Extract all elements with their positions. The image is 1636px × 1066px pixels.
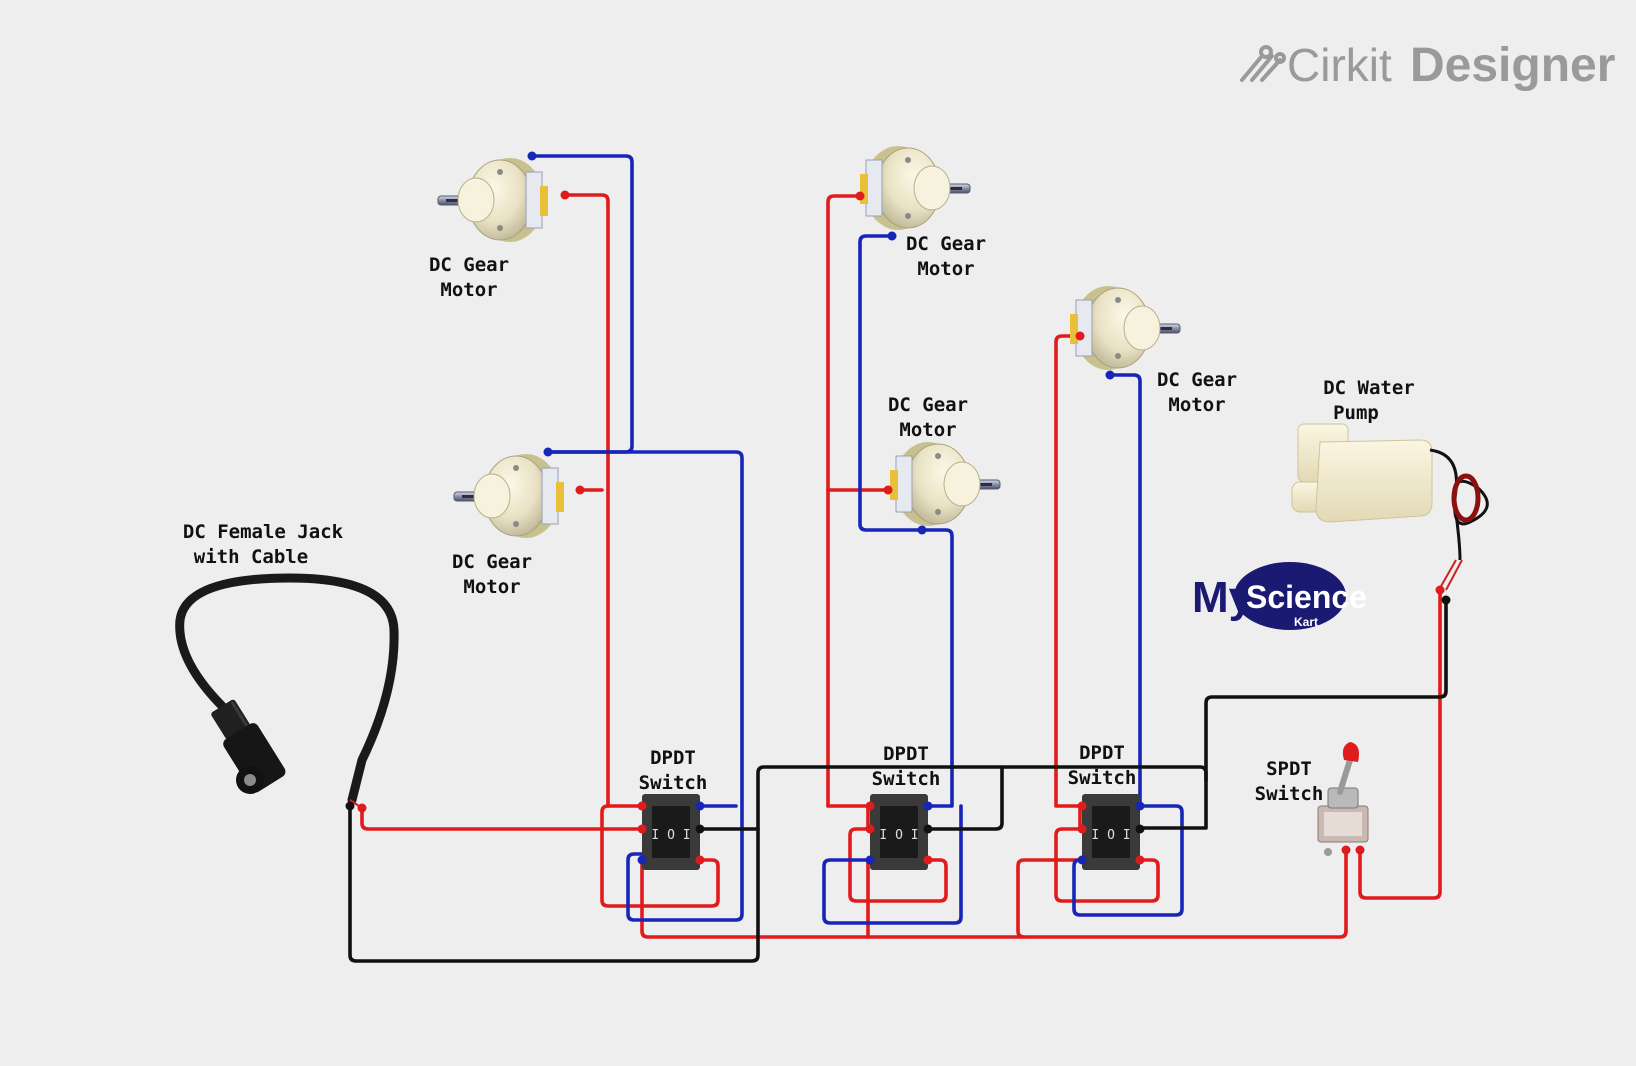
- myscience-kart-logo: My Science Kart: [1192, 562, 1367, 630]
- motor3-label-line2: Motor: [917, 258, 974, 280]
- brand-name-part2: Designer: [1410, 39, 1615, 92]
- red-wires: [360, 193, 1442, 939]
- jack-pin-red: [357, 803, 367, 813]
- pump-pin-red: [1435, 585, 1445, 595]
- dpdt3-label-line2: Switch: [1068, 767, 1137, 789]
- dpdt3-label-line1: DPDT: [1079, 742, 1125, 764]
- motor4-label-line2: Motor: [899, 419, 956, 441]
- motor2-label-line1: DC Gear: [452, 551, 532, 573]
- dpdt2-label-line1: DPDT: [883, 743, 929, 765]
- motor5-label-line1: DC Gear: [1157, 369, 1237, 391]
- cirkit-icon: [1240, 45, 1286, 82]
- dc-gear-motor-2[interactable]: [453, 453, 565, 539]
- dpdt-switch-3[interactable]: I O I: [1082, 794, 1140, 870]
- motor1-label-line1: DC Gear: [429, 254, 509, 276]
- motor2-label-line2: Motor: [463, 576, 520, 598]
- motor1-label-line2: Motor: [440, 279, 497, 301]
- spdt-pin-1: [1341, 845, 1351, 855]
- dpdt1-label-line2: Switch: [639, 772, 708, 794]
- svg-text:I O I: I O I: [879, 828, 918, 843]
- motor5-label-line2: Motor: [1168, 394, 1225, 416]
- dc-gear-motor-3[interactable]: [859, 145, 971, 231]
- pump-pin-black: [1441, 595, 1451, 605]
- logo-line3: Kart: [1294, 615, 1318, 629]
- spdt-label-line1: SPDT: [1266, 758, 1312, 780]
- brand-name-part1: Cirkit: [1287, 39, 1392, 91]
- spdt-pin-2: [1355, 845, 1365, 855]
- motor-pins: [527, 151, 1115, 535]
- logo-line2: Science: [1246, 579, 1367, 615]
- blue-wires: [530, 154, 1184, 925]
- component-labels: DC Gear Motor DC Gear Motor DC Gear Moto…: [183, 233, 1415, 805]
- spdt-switch[interactable]: [1317, 742, 1369, 856]
- dpdt-switch-1[interactable]: I O I: [642, 794, 700, 870]
- black-wires: [348, 598, 1448, 963]
- dc-gear-motor-1[interactable]: [437, 157, 549, 243]
- jack-pin-black: [345, 801, 355, 811]
- jack-label-line2: with Cable: [194, 546, 308, 568]
- pump-label-line1: DC Water: [1323, 377, 1415, 399]
- dpdt2-label-line2: Switch: [872, 768, 941, 790]
- pump-label-line2: Pump: [1333, 402, 1379, 424]
- dc-gear-motor-4[interactable]: [889, 441, 1001, 527]
- svg-text:I O I: I O I: [651, 828, 690, 843]
- spdt-label-line2: Switch: [1255, 783, 1324, 805]
- brand-logo: Cirkit Designer: [1240, 39, 1615, 92]
- dc-gear-motor-5[interactable]: [1069, 285, 1181, 371]
- logo-line1: My: [1192, 573, 1254, 622]
- jack-label-line1: DC Female Jack: [183, 521, 344, 543]
- dpdt-pins: [637, 801, 1145, 865]
- dc-female-jack[interactable]: [175, 573, 399, 809]
- motor4-label-line1: DC Gear: [888, 394, 968, 416]
- motor3-label-line1: DC Gear: [906, 233, 986, 255]
- dpdt1-label-line1: DPDT: [650, 747, 696, 769]
- svg-text:I O I: I O I: [1091, 828, 1130, 843]
- dc-water-pump[interactable]: [1291, 423, 1489, 591]
- dpdt-switch-2[interactable]: I O I: [870, 794, 928, 870]
